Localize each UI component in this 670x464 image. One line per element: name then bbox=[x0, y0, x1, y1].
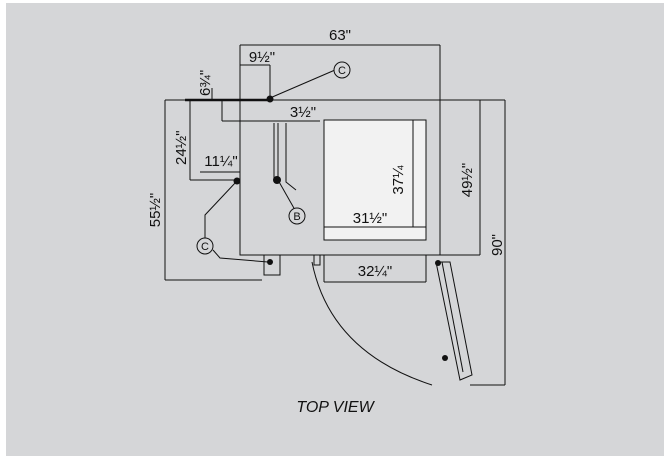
dim-overall-width: 63" bbox=[329, 27, 351, 44]
dim-offset-inner: 3½" bbox=[290, 104, 316, 121]
callout-c-left-circle bbox=[196, 237, 214, 255]
callout-leader-c-top bbox=[269, 69, 336, 99]
dim-right-overall: 90" bbox=[489, 234, 506, 256]
hinge-block bbox=[263, 254, 281, 276]
callout-leader-c-left bbox=[204, 181, 237, 238]
connection-dot-b bbox=[273, 176, 281, 184]
callout-leader-b bbox=[277, 179, 296, 211]
open-door-edge bbox=[441, 261, 464, 373]
callout-b-circle bbox=[288, 207, 306, 225]
dim-cavity-width: 31½" bbox=[353, 210, 388, 227]
open-door-panel bbox=[435, 261, 473, 381]
connection-dot-top bbox=[266, 95, 274, 103]
view-label: TOP VIEW bbox=[296, 399, 375, 416]
dim-left-upper: 24½" bbox=[173, 130, 190, 165]
dim-offset-left-small: 6¾" bbox=[197, 70, 214, 96]
callout-c-left-label: C bbox=[201, 241, 209, 253]
pipe-bend bbox=[285, 170, 297, 191]
cavity-outline bbox=[323, 119, 427, 241]
door-handle-dot bbox=[442, 355, 448, 361]
door-stop bbox=[313, 254, 321, 266]
connection-dot-left bbox=[233, 177, 241, 185]
connection-dot-bottom bbox=[267, 259, 273, 265]
callout-leader-c-left-2 bbox=[212, 249, 269, 263]
door-hinge-dot bbox=[435, 260, 441, 266]
callout-c-top-circle bbox=[333, 61, 351, 79]
dim-right-body: 49½" bbox=[459, 163, 476, 198]
dim-cavity-depth: 37¼ bbox=[390, 165, 407, 195]
dim-door-opening: 32¼" bbox=[358, 263, 393, 280]
dim-left-mid: 11¼" bbox=[204, 153, 237, 170]
callout-b-label: B bbox=[293, 211, 300, 223]
door-swing-arc bbox=[311, 261, 433, 386]
dim-offset-top: 9½" bbox=[249, 49, 275, 66]
callout-c-top-label: C bbox=[338, 65, 346, 77]
unit-outline bbox=[239, 99, 441, 256]
dim-left-overall: 55½" bbox=[147, 193, 164, 228]
